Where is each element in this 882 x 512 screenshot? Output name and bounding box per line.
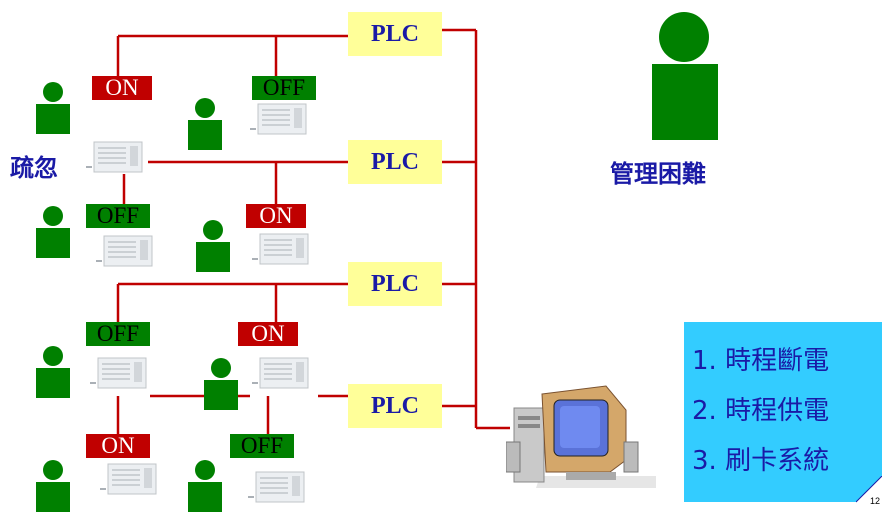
on-tag: ON bbox=[92, 76, 152, 100]
person-icon bbox=[36, 346, 70, 398]
air-conditioner-icon bbox=[100, 463, 157, 495]
on-tag: ON bbox=[246, 204, 306, 228]
page-curl-icon bbox=[856, 476, 882, 503]
person-icon bbox=[188, 460, 222, 512]
on-tag: ON bbox=[86, 434, 150, 458]
page-number: 12 bbox=[870, 496, 881, 506]
plc-box: PLC bbox=[348, 140, 442, 184]
person-icon bbox=[36, 460, 70, 512]
off-tag: OFF bbox=[86, 204, 150, 228]
plc-box: PLC bbox=[348, 262, 442, 306]
air-conditioner-icon bbox=[252, 233, 309, 265]
person-icon bbox=[188, 98, 222, 150]
feature-item: 3. 刷卡系統 bbox=[692, 446, 830, 476]
off-tag: OFF bbox=[252, 76, 316, 100]
feature-item: 2. 時程供電 bbox=[692, 396, 830, 426]
air-conditioner-icon bbox=[96, 235, 153, 267]
off-tag: OFF bbox=[230, 434, 294, 458]
negligence-label: 疏忽 bbox=[10, 154, 58, 182]
plc-box: PLC bbox=[348, 384, 442, 428]
air-conditioner-icon bbox=[252, 357, 309, 389]
feature-list-box: 1. 時程斷電 2. 時程供電 3. 刷卡系統 bbox=[684, 322, 882, 502]
person-icon bbox=[204, 358, 238, 410]
on-tag: ON bbox=[238, 322, 298, 346]
management-label: 管理困難 bbox=[610, 160, 706, 188]
air-conditioner-icon bbox=[250, 103, 307, 135]
computer-icon bbox=[506, 385, 656, 488]
air-conditioner-icon bbox=[86, 141, 143, 173]
air-conditioner-icon bbox=[248, 471, 305, 503]
plc-box: PLC bbox=[348, 12, 442, 56]
person-icon bbox=[36, 206, 70, 258]
manager-person-icon bbox=[652, 12, 718, 140]
person-icon bbox=[36, 82, 70, 134]
off-tag: OFF bbox=[86, 322, 150, 346]
person-icon bbox=[196, 220, 230, 272]
air-conditioner-icon bbox=[90, 357, 147, 389]
feature-item: 1. 時程斷電 bbox=[692, 346, 830, 376]
